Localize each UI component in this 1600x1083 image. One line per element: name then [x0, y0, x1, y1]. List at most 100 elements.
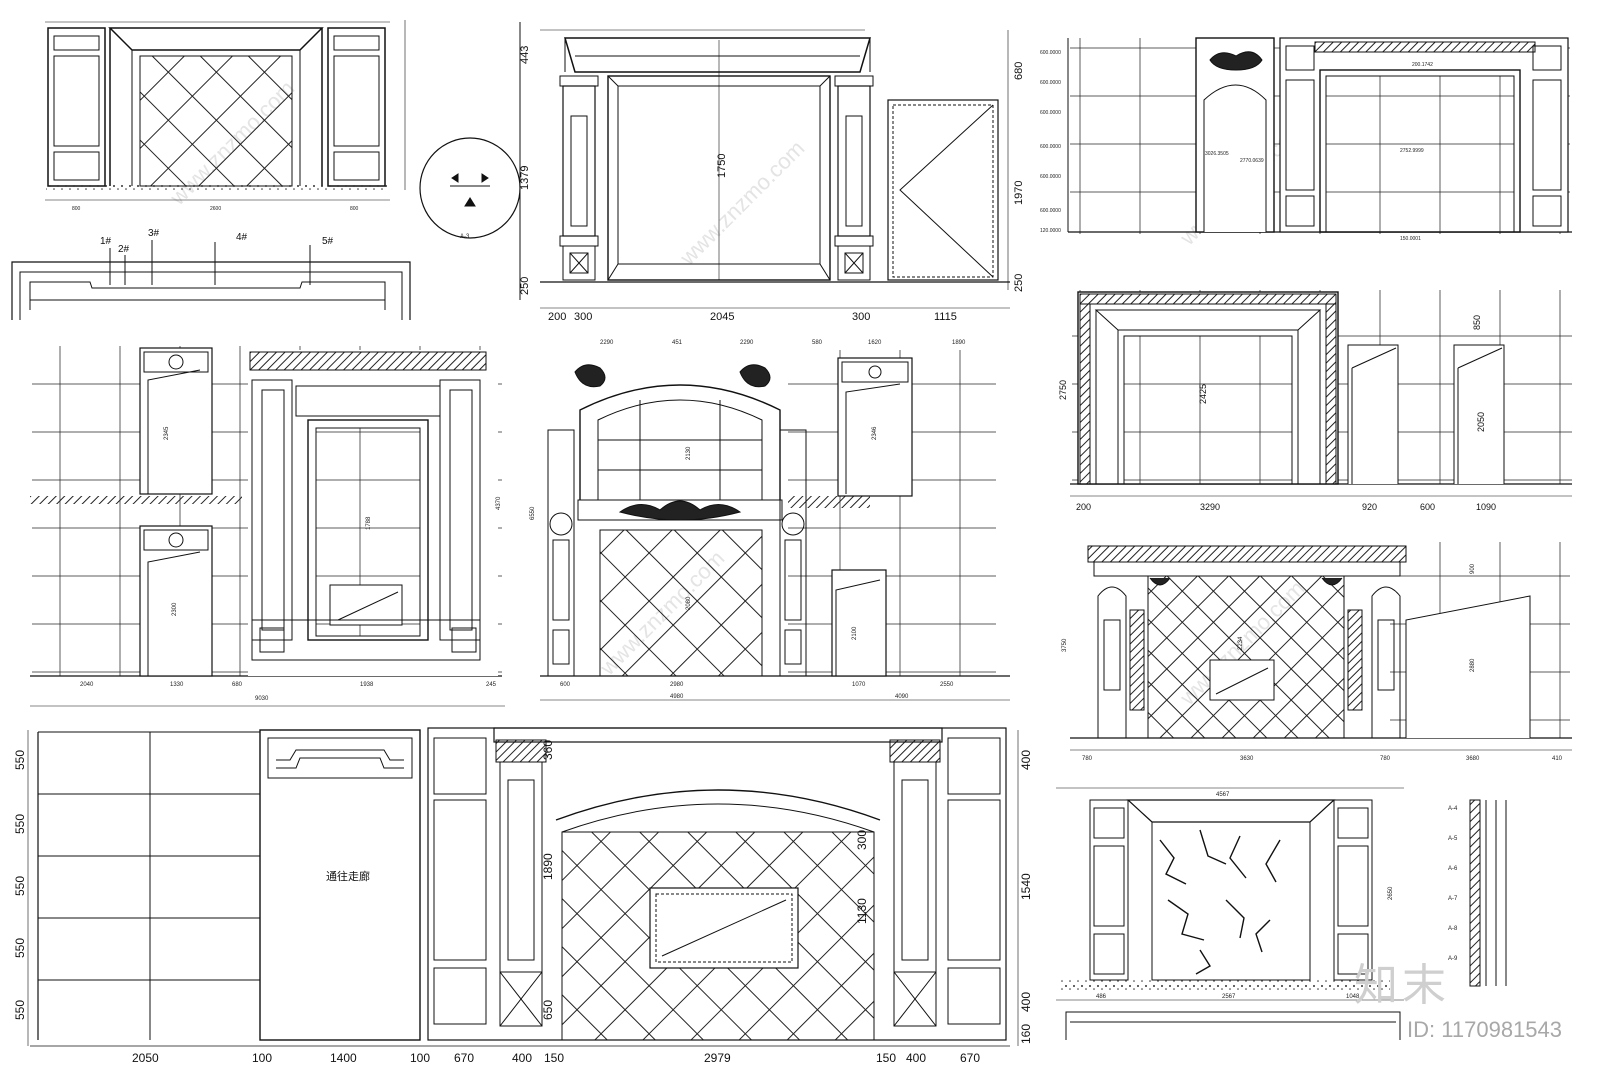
panel-6-dim-text: 2750 2425 850 2050 200 3290 920 600 1090: [1058, 315, 1496, 512]
tag-label: 1#: [100, 236, 112, 247]
p7-center-height: 2234: [1238, 636, 1244, 650]
p4-height: 1788: [366, 516, 372, 530]
p3-dim-left: 600.0000: [1040, 208, 1061, 214]
panel-2-dim-text: 443 1379 250 1750 200 300 2045 300 1115 …: [519, 46, 1025, 323]
panel-1-dim-text: 800 2600 800 A-3: [72, 206, 470, 240]
p9-section: A-4: [1448, 806, 1458, 812]
panel-9-elevation: [1056, 787, 1507, 1040]
p8-dim-bottom: 150: [876, 1051, 896, 1065]
p8-dim-right: 1540: [1019, 873, 1033, 900]
p9-dim: 2567: [1222, 994, 1236, 1000]
p3-dim-left: 600.0000: [1040, 144, 1061, 150]
tag-label: 4#: [236, 232, 248, 243]
p9-section: A-8: [1448, 926, 1458, 932]
p5-dim-bottom: 2550: [940, 682, 954, 688]
p5-total: 4980: [670, 694, 684, 700]
p8-center-dim: 1130: [855, 898, 869, 924]
p9-section: A-9: [1448, 956, 1458, 962]
p6-dim: 200: [1076, 502, 1091, 512]
p9-width: 4567: [1216, 792, 1230, 798]
p6-door-height: 2050: [1476, 412, 1486, 432]
p3-label: 200.1742: [1412, 62, 1433, 68]
p8-dim-left: 550: [13, 938, 27, 958]
p2-dim-right: 1970: [1013, 181, 1025, 205]
p4-dim: 680: [232, 682, 243, 688]
p8-corridor-label: 通往走廊: [326, 869, 370, 883]
panel-3-elevation: [1067, 37, 1572, 234]
p2-dim-right: 250: [1013, 274, 1025, 292]
p2-dim-left: 1379: [519, 166, 531, 190]
panel-1-plan: [11, 240, 411, 320]
p2-dim-bottom: 200: [548, 311, 566, 323]
p2-dim-left: 443: [519, 46, 531, 64]
p5-dim-top: 1620: [868, 340, 882, 346]
p5-total: 4090: [895, 694, 909, 700]
p6-inner: 2425: [1198, 384, 1208, 404]
p8-dim-bottom: 400: [512, 1051, 532, 1065]
p4-height: 2345: [164, 426, 170, 440]
p3-dim-left: 600.0000: [1040, 110, 1061, 116]
p7-dim: 410: [1552, 756, 1563, 762]
p1-dim: 800: [72, 206, 81, 212]
p5-height: 2130: [686, 446, 692, 460]
p7-height: 3750: [1062, 638, 1068, 652]
p6-right-top: 850: [1472, 315, 1482, 330]
panel-4-dim-text: 2040 1330 680 1938 245 9030 2345 2300 17…: [80, 426, 502, 702]
p4-height: 2300: [172, 602, 178, 616]
p1-dim: 800: [350, 206, 359, 212]
p5-height: 2080: [686, 596, 692, 610]
p2-dim-bottom: 1115: [934, 311, 957, 323]
p5-dim-top: 2290: [600, 340, 614, 346]
p2-dim-bottom: 300: [574, 311, 592, 323]
p8-dim-right: 400: [1019, 750, 1033, 770]
tag-label: 2#: [118, 244, 130, 255]
p7-dim: 780: [1380, 756, 1391, 762]
p6-dim: 920: [1362, 502, 1377, 512]
p3-label: 2770.0639: [1240, 158, 1264, 164]
p3-dim-left: 120.0000: [1040, 228, 1061, 234]
p5-dim-top: 1890: [952, 340, 966, 346]
p8-dim-left: 550: [13, 814, 27, 834]
p1-circle-label: A-3: [460, 234, 470, 240]
panel-4-elevation: [30, 346, 505, 707]
panel-1-elevation: [45, 20, 521, 239]
p9-dim: 486: [1096, 994, 1107, 1000]
p4-dim: 2040: [80, 682, 94, 688]
p2-dim-bottom: 2045: [710, 311, 734, 323]
panel-5-elevation: [540, 350, 1010, 701]
p8-center-dim: 360: [541, 740, 555, 760]
p8-dim-left: 550: [13, 1000, 27, 1020]
p4-total: 9030: [255, 696, 269, 702]
p8-dim-right: 400: [1019, 992, 1033, 1012]
p7-right-height: 2880: [1470, 658, 1476, 672]
p8-dim-bottom: 2050: [132, 1051, 159, 1065]
p3-dim-left: 600.0000: [1040, 80, 1061, 86]
p9-height: 2650: [1388, 886, 1394, 900]
p7-right-top: 900: [1470, 563, 1476, 574]
p4-dim: 1938: [360, 682, 374, 688]
panel-3-dim-text: 600.0000 600.0000 600.0000 600.0000 600.…: [1040, 50, 1433, 242]
p8-dim-bottom: 100: [252, 1051, 272, 1065]
p7-dim: 3680: [1466, 756, 1480, 762]
p8-dim-bottom: 400: [906, 1051, 926, 1065]
p5-dim-top: 2290: [740, 340, 754, 346]
panel-5-dim-text: 2290 451 2290 580 1620 1890 600 2980 107…: [530, 340, 966, 700]
p5-dim-top: 580: [812, 340, 823, 346]
p8-dim-left: 550: [13, 876, 27, 896]
p8-dim-bottom: 670: [960, 1051, 980, 1065]
p3-bottom: 150.0001: [1400, 236, 1421, 242]
p4-height: 4370: [496, 496, 502, 510]
p8-dim-left: 550: [13, 750, 27, 770]
p8-dim-bottom: 100: [410, 1051, 430, 1065]
image-id-text: ID: 1170981543: [1407, 1017, 1562, 1042]
p2-center-vertical: 1750: [716, 154, 728, 178]
p6-dim: 3290: [1200, 502, 1220, 512]
p5-height: 6550: [530, 506, 536, 520]
panel-8-elevation: [27, 727, 1019, 1047]
p5-height: 2100: [852, 626, 858, 640]
panel-2-elevation: [519, 22, 1010, 309]
p8-center-dim: 1890: [541, 853, 555, 880]
tag-label: 3#: [148, 228, 160, 239]
p5-dim-bottom: 1070: [852, 682, 866, 688]
